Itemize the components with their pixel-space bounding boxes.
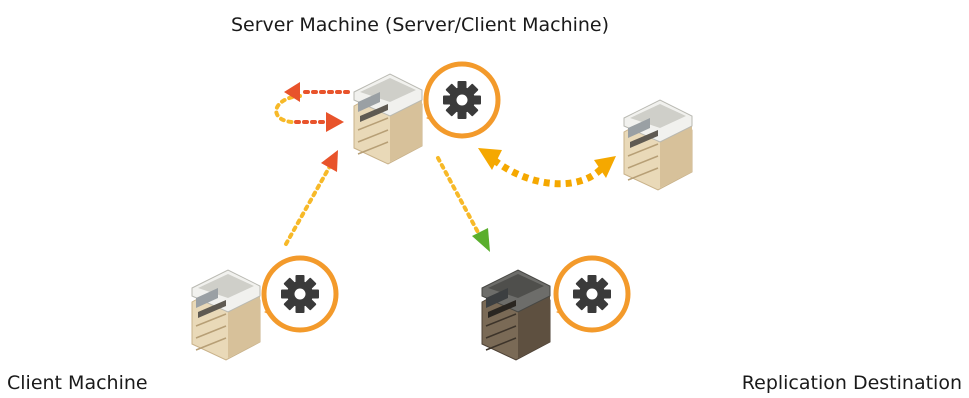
bidirectional-sync-arrow <box>478 148 616 188</box>
replication-destination-label: Replication Destination <box>741 372 962 394</box>
server-machine <box>353 64 498 165</box>
gear-icon <box>556 258 628 330</box>
client-to-server-connector <box>284 150 338 246</box>
gear-icon <box>426 64 498 136</box>
arrow-left-red <box>284 82 300 102</box>
client-machine <box>191 258 336 361</box>
server-loop-connector <box>274 90 350 124</box>
server-machine-label: Server Machine (Server/Client Machine) <box>231 14 610 36</box>
peer-server-machine <box>623 99 693 191</box>
gear-icon <box>264 258 336 330</box>
client-machine-label: Client Machine <box>7 372 148 394</box>
replication-destination-machine <box>481 258 628 361</box>
server-to-replication-connector <box>436 156 490 252</box>
arrow-right-red <box>326 112 344 132</box>
